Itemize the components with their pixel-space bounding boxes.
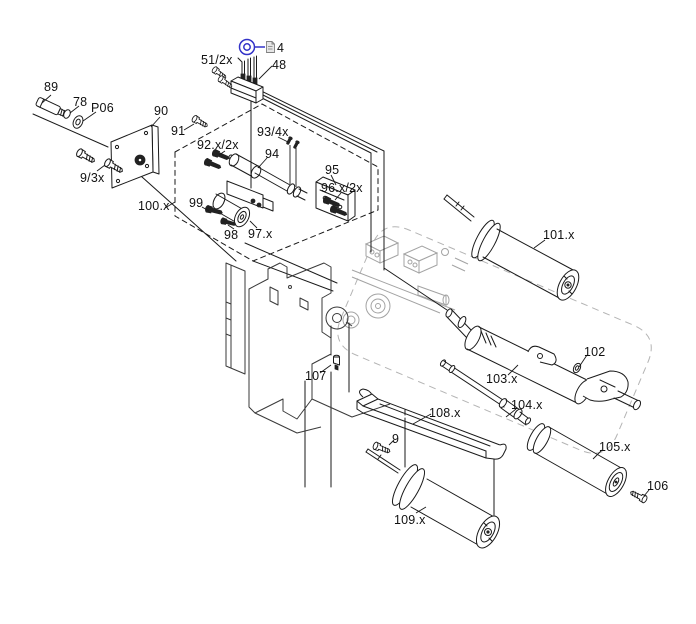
shaft-104 [439, 359, 532, 426]
washer-p06 [72, 115, 84, 129]
roller-assembly-97 [210, 180, 274, 228]
chassis-frame [225, 262, 391, 434]
mounting-plate-90 [110, 124, 160, 189]
washer-102 [572, 362, 582, 374]
print-unit-103 [445, 308, 642, 411]
connector-bracket-48 [230, 55, 264, 104]
part-label-4: 4 [277, 41, 285, 55]
part-label-103: 103.x [486, 372, 518, 386]
part-label-105: 105.x [599, 440, 631, 454]
part-label-93-4x: 93/4x [257, 125, 289, 139]
part-label-48: 48 [272, 58, 287, 72]
assembly-100-boundary [174, 103, 379, 262]
part-label-89: 89 [44, 80, 59, 94]
circle-marker-icon [238, 38, 265, 56]
washer-78 [63, 109, 71, 119]
part-label-107: 107 [305, 369, 327, 383]
document-page-icon [266, 41, 275, 53]
ribbon-roll-101 [443, 194, 580, 301]
part-label-104: 104.x [511, 398, 543, 412]
part-label-92: 92.x/2x [197, 138, 239, 152]
part-label-97: 97.x [248, 227, 273, 241]
leader-lines [41, 65, 650, 514]
context-gear-assembly [342, 235, 469, 329]
roller-105 [526, 423, 627, 498]
part-label-96: 96.x/2x [321, 181, 363, 195]
part-label-109: 109.x [394, 513, 426, 527]
part-label-9: 9 [392, 432, 400, 446]
guide-plate-108 [356, 388, 507, 460]
part-label-91: 91 [171, 124, 186, 138]
screw-91 [190, 114, 210, 130]
part-label-95: 95 [325, 163, 340, 177]
part-label-101: 101.x [543, 228, 575, 242]
part-label-108: 108.x [429, 406, 461, 420]
sensor-107 [333, 354, 340, 371]
part-label-100: 100.x [138, 199, 170, 213]
roller-94 [228, 153, 308, 201]
part-label-9-3x: 9/3x [80, 171, 105, 185]
part-label-102: 102 [584, 345, 606, 359]
part-label-90: 90 [154, 104, 169, 118]
part-label-98: 98 [224, 228, 239, 242]
part-label-99: 99 [189, 196, 204, 210]
part-label-106: 106 [647, 479, 669, 493]
part-label-p06: P06 [91, 101, 114, 115]
screws-51-2x [210, 65, 235, 90]
screw-106 [628, 488, 649, 505]
part-label-94: 94 [265, 147, 280, 161]
standoff-89 [35, 97, 67, 117]
context-module-outline [337, 226, 652, 454]
media-roll-109 [365, 448, 501, 549]
explosion-guide-lines [32, 84, 495, 516]
screws-92 [202, 148, 231, 172]
part-label-78: 78 [73, 95, 88, 109]
part-label-51-2x: 51/2x [201, 53, 233, 67]
